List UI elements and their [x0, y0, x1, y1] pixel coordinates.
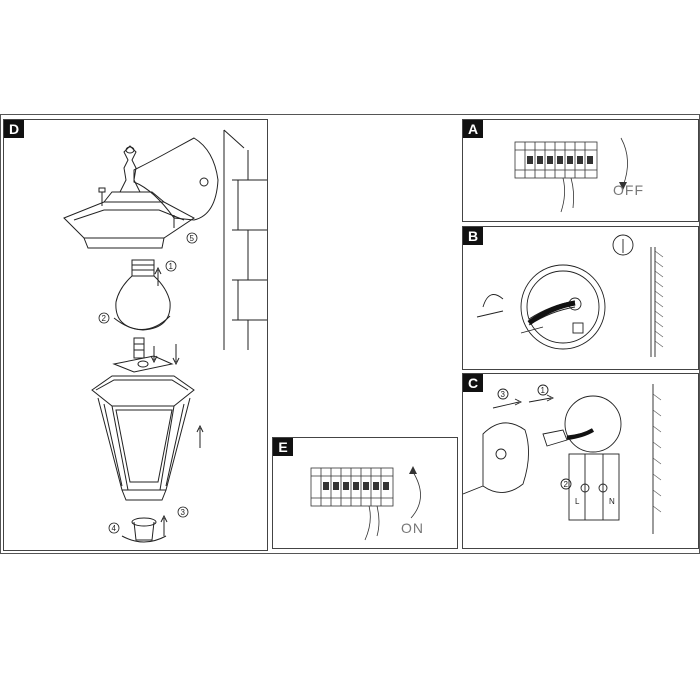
- panel-e: E: [272, 437, 458, 549]
- panel-e-breaker-drawing: [310, 466, 421, 541]
- panel-b: B: [462, 226, 699, 370]
- wire-label-l: L: [575, 497, 580, 506]
- panel-d-label: D: [4, 120, 24, 138]
- panel-b-mounting-drawing: [476, 234, 664, 357]
- panel-a-breaker-drawing: [514, 137, 628, 213]
- step-2-number: 2: [102, 314, 107, 323]
- panel-c: C: [462, 373, 699, 549]
- c-step-1: 1: [541, 386, 546, 395]
- step-5-number: 5: [190, 234, 195, 243]
- wire-label-n: N: [609, 497, 615, 506]
- panel-d-lamp-drawing: 1 2 3 4 5: [63, 129, 267, 543]
- panel-c-label: C: [463, 374, 483, 392]
- step-4-number: 4: [112, 524, 117, 533]
- c-step-3: 3: [501, 390, 506, 399]
- step-1-number: 1: [169, 262, 174, 271]
- panel-b-label: B: [463, 227, 483, 245]
- step-3-number: 3: [181, 508, 186, 517]
- panel-a-label: A: [463, 120, 483, 138]
- panel-e-label: E: [273, 438, 293, 456]
- panel-a: A: [462, 119, 699, 222]
- c-step-2: 2: [564, 480, 569, 489]
- panel-d: D: [3, 119, 268, 551]
- instruction-sheet: D: [0, 114, 700, 554]
- off-label: OFF: [613, 182, 644, 198]
- panel-c-wiring-drawing: 1 2 3 L N: [463, 384, 662, 534]
- on-label: ON: [401, 520, 424, 536]
